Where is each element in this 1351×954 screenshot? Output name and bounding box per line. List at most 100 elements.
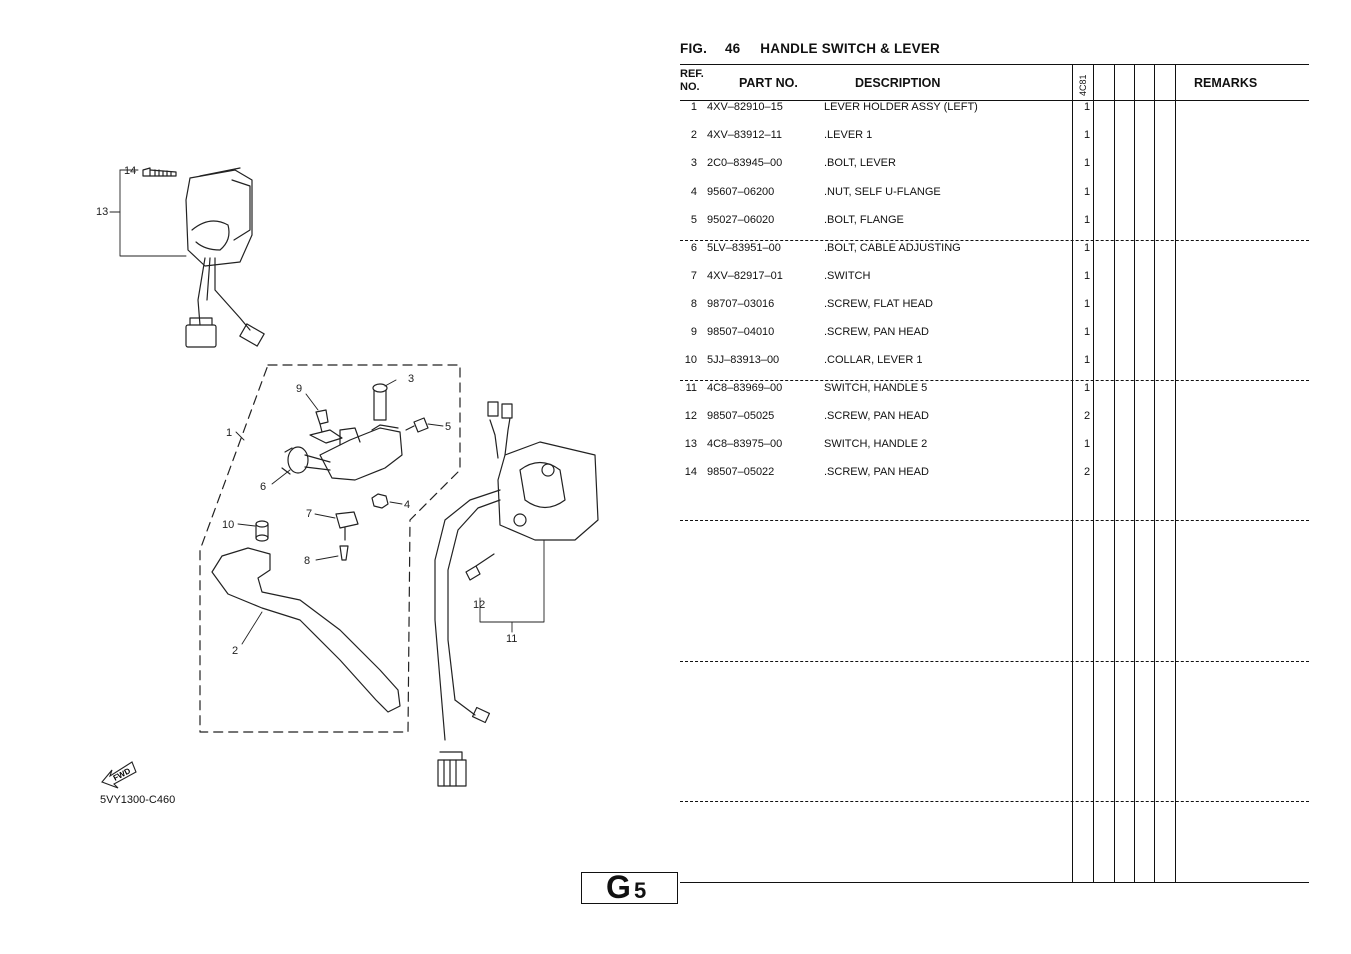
column-rule [1134, 64, 1135, 882]
lever-holder-drawing [281, 424, 403, 481]
table-row: 10 5JJ–83913–00 .COLLAR, LEVER 1 1 [680, 354, 1110, 368]
collar-10-drawing [255, 520, 269, 542]
callout-5: 5 [445, 421, 451, 433]
quantity: 1 [1083, 242, 1091, 254]
ref-number: 13 [684, 438, 697, 450]
part-number: 4C8–83975–00 [707, 438, 783, 450]
part-description: SWITCH, HANDLE 5 [824, 382, 928, 394]
part-description: .BOLT, LEVER [824, 157, 896, 169]
part-description: .LEVER 1 [824, 129, 873, 141]
ref-number: 7 [690, 270, 697, 282]
column-rule [1093, 64, 1094, 882]
part-description: .BOLT, CABLE ADJUSTING [824, 242, 961, 254]
table-row: 7 4XV–82917–01 .SWITCH 1 [680, 270, 1110, 284]
page-section-number: 5 [634, 878, 647, 903]
callout-10: 10 [222, 519, 234, 531]
page-id-box: G 5 [581, 869, 678, 905]
screw-12-drawing [465, 553, 495, 581]
table-header-rule [680, 100, 1309, 101]
part-number: 98507–04010 [707, 326, 775, 338]
table-top-rule [680, 64, 1309, 65]
part-number: 98507–05025 [707, 410, 775, 422]
header-ref: REF. [680, 68, 704, 80]
page-section-letter: G [606, 869, 631, 905]
part-description: LEVER HOLDER ASSY (LEFT) [824, 101, 978, 113]
callout-6: 6 [260, 481, 266, 493]
callout-4: 4 [404, 499, 410, 511]
screw-14-drawing [142, 167, 177, 177]
header-remarks: REMARKS [1194, 76, 1258, 90]
switch-7-drawing [335, 511, 359, 541]
quantity: 1 [1083, 298, 1091, 310]
part-number: 98707–03016 [707, 298, 775, 310]
ref-number: 11 [685, 382, 697, 394]
column-rule [1175, 64, 1176, 882]
ref-number: 9 [690, 326, 697, 338]
ref-number: 6 [690, 242, 697, 254]
part-number: 4C8–83969–00 [707, 382, 783, 394]
part-description: .SCREW, PAN HEAD [824, 410, 929, 422]
part-number: 95607–06200 [707, 186, 775, 198]
table-row: 13 4C8–83975–00 SWITCH, HANDLE 2 1 [680, 438, 1110, 452]
part-number: 4XV–83912–11 [707, 129, 783, 141]
bolt-5-drawing [405, 417, 429, 433]
quantity: 1 [1083, 186, 1091, 198]
quantity: 1 [1083, 157, 1091, 169]
diagram-code: 5VY1300-C460 [100, 794, 176, 806]
part-description: SWITCH, HANDLE 2 [824, 438, 928, 450]
column-rule [1114, 64, 1115, 882]
part-description: .SWITCH [824, 270, 871, 282]
handle-switch-2-drawing [185, 167, 265, 348]
quantity: 1 [1083, 214, 1091, 226]
exploded-parts-diagram: 1 2 3 4 5 6 7 8 9 10 11 12 13 14 FWD [96, 165, 599, 789]
header-model-code: 4C81 [1078, 74, 1088, 96]
assembly-1-outline [199, 364, 461, 733]
part-number: 4XV–82917–01 [707, 270, 783, 282]
header-part-no: PART NO. [739, 76, 798, 90]
header-ref-no: REF. NO. [680, 68, 704, 94]
part-description: .COLLAR, LEVER 1 [824, 354, 923, 366]
quantity: 1 [1083, 270, 1091, 282]
screw-9-drawing [315, 409, 329, 433]
ref-number: 4 [690, 186, 697, 198]
column-rule [1072, 64, 1073, 882]
fig-label: FIG. [680, 41, 708, 56]
leader-lines [109, 169, 545, 645]
part-description: .SCREW, FLAT HEAD [824, 298, 934, 310]
callout-labels: 1 2 3 4 5 6 7 8 9 10 11 12 13 14 [96, 165, 517, 657]
callout-1: 1 [226, 427, 232, 439]
part-description: .SCREW, PAN HEAD [824, 326, 929, 338]
ref-number: 10 [684, 354, 697, 366]
group-divider [680, 661, 1309, 662]
table-row: 6 5LV–83951–00 .BOLT, CABLE ADJUSTING 1 [680, 242, 1110, 256]
ref-number: 2 [690, 129, 697, 141]
part-number: 2C0–83945–00 [707, 157, 783, 169]
quantity: 2 [1083, 410, 1091, 422]
quantity: 1 [1083, 438, 1091, 450]
group-divider [680, 380, 1309, 381]
ref-number: 14 [684, 466, 697, 478]
figure-title: FIG. 46 HANDLE SWITCH & LEVER [680, 41, 940, 56]
screw-8-drawing [339, 545, 349, 561]
fig-number: 46 [724, 41, 741, 56]
ref-number: 1 [690, 101, 697, 113]
callout-8: 8 [304, 555, 310, 567]
group-divider [680, 801, 1309, 802]
quantity: 1 [1083, 101, 1091, 113]
bolt-3-drawing [372, 383, 388, 421]
callout-7: 7 [306, 508, 312, 520]
callout-11: 11 [506, 633, 517, 645]
quantity: 1 [1083, 354, 1091, 366]
part-number: 5LV–83951–00 [707, 242, 781, 254]
part-description: .BOLT, FLANGE [824, 214, 904, 226]
fwd-arrow-icon: FWD [101, 761, 137, 789]
part-number: 5JJ–83913–00 [707, 354, 780, 366]
